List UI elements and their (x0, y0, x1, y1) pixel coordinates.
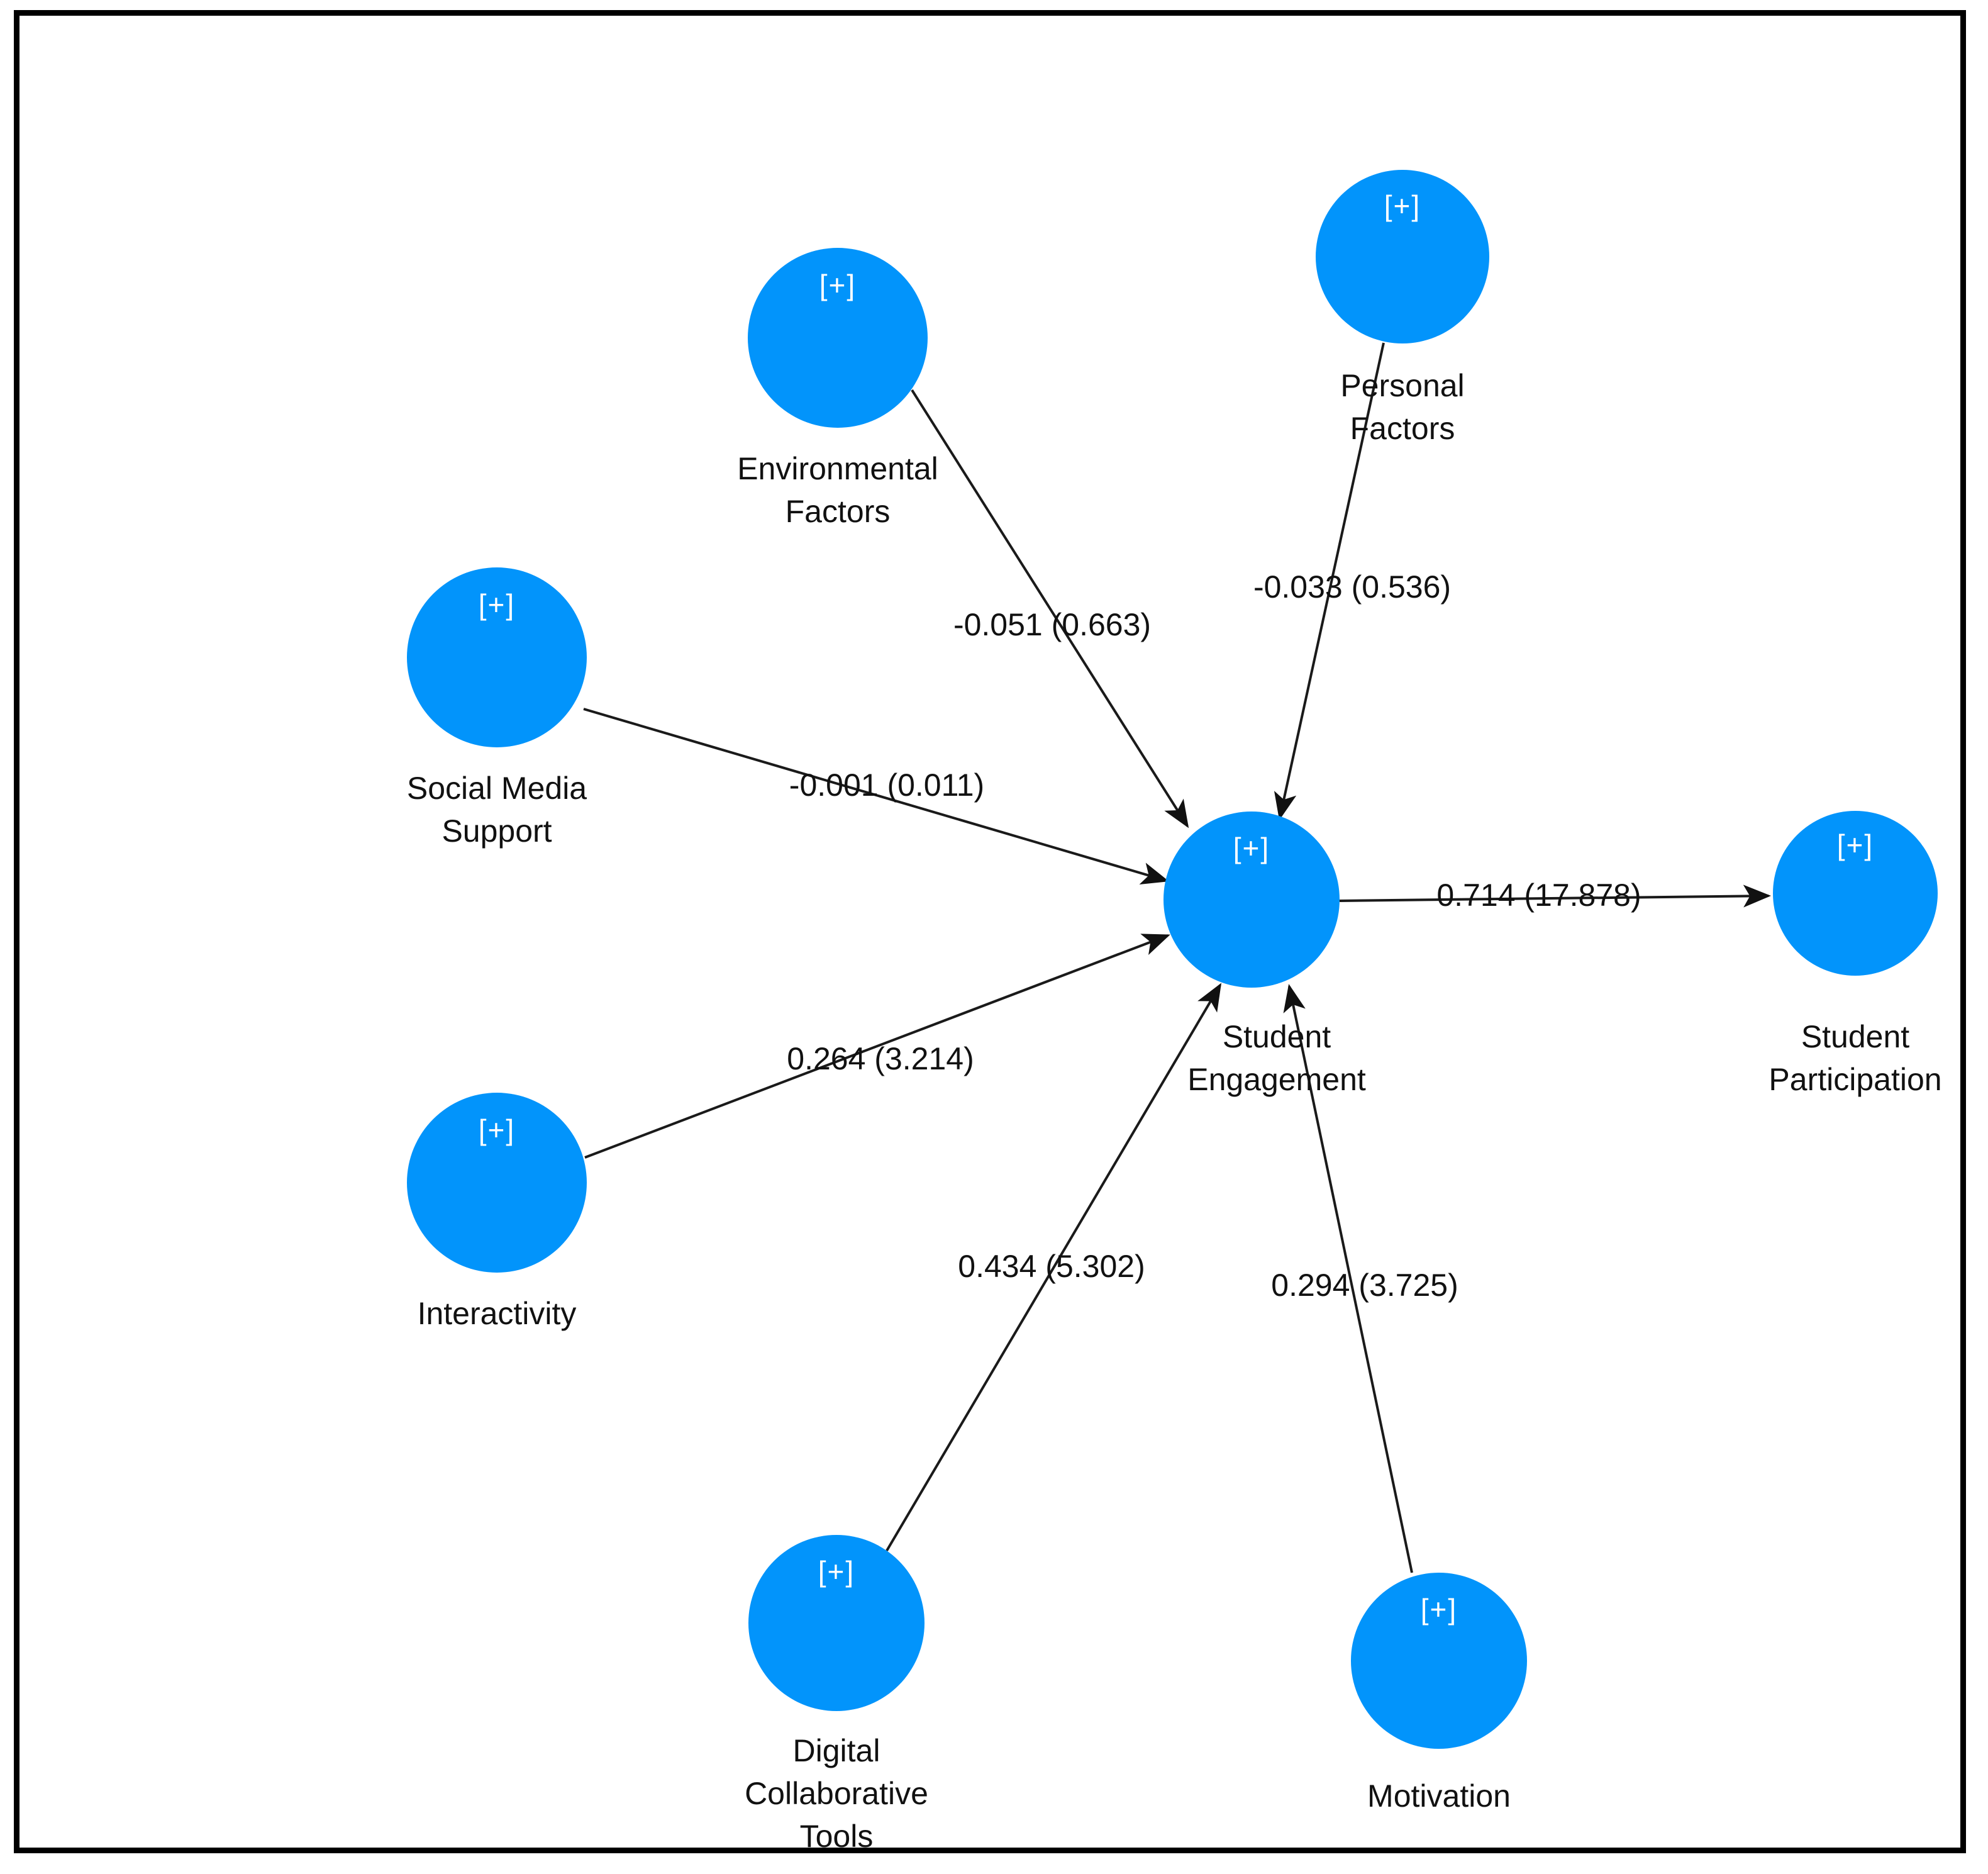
expand-badge-icon[interactable]: [+] (1233, 832, 1270, 864)
path-coefficient-label: 0.434 (5.302) (958, 1249, 1145, 1284)
expand-badge-icon[interactable]: [+] (1421, 1593, 1457, 1626)
expand-badge-icon[interactable]: [+] (479, 1113, 515, 1146)
node-circle-social-media-support[interactable] (407, 567, 587, 747)
node-interactivity[interactable]: [+] Interactivity (407, 1093, 587, 1331)
node-label-line: Factors (1350, 411, 1455, 446)
node-label-motivation: Motivation (1367, 1778, 1511, 1814)
path-arrow-personal-to-engagement (1274, 342, 1385, 820)
path-arrow-environmental-to-engagement (911, 389, 1189, 828)
node-circle-motivation[interactable] (1351, 1573, 1527, 1749)
node-label-line: Engagement (1187, 1062, 1366, 1097)
node-circle-digital-collaborative-tools[interactable] (748, 1535, 925, 1711)
path-arrow-digital-tools-to-engagement (886, 983, 1222, 1552)
node-circle-interactivity[interactable] (407, 1093, 587, 1273)
node-label-line: Interactivity (418, 1296, 577, 1331)
node-label-line: Tools (800, 1819, 874, 1854)
diagram-border-frame (14, 10, 1966, 1853)
node-label-line: Social Media (407, 771, 587, 806)
expand-badge-icon[interactable]: [+] (818, 1555, 855, 1588)
edge-labels-layer: -0.051 (0.663) -0.033 (0.536) -0.001 (0.01… (787, 569, 1641, 1303)
path-coefficient-label: 0.714 (17.878) (1436, 878, 1641, 913)
path-arrow-interactivity-to-engagement (584, 934, 1170, 1159)
node-label-line: Participation (1769, 1062, 1941, 1097)
node-circle-student-participation[interactable] (1773, 811, 1938, 976)
node-label-line: Factors (786, 494, 891, 529)
expand-badge-icon[interactable]: [+] (479, 588, 515, 621)
path-arrow-social-media-to-engagement (583, 708, 1169, 884)
node-motivation[interactable]: [+] Motivation (1351, 1573, 1527, 1814)
path-coefficient-label: 0.264 (3.214) (787, 1041, 974, 1076)
node-label-line: Support (441, 813, 552, 849)
node-label-line: Student (1223, 1019, 1331, 1054)
node-label-line: Personal (1340, 368, 1464, 403)
node-circle-personal-factors[interactable] (1316, 170, 1489, 343)
node-label-line: Digital (793, 1733, 880, 1768)
expand-badge-icon[interactable]: [+] (1837, 828, 1874, 861)
path-arrow-motivation-to-engagement (1283, 984, 1413, 1573)
edges-layer (583, 342, 1771, 1573)
node-circle-student-engagement[interactable] (1163, 812, 1340, 988)
path-coefficient-label: -0.051 (0.663) (953, 607, 1151, 642)
path-coefficient-label: -0.001 (0.011) (789, 767, 984, 803)
expand-badge-icon[interactable]: [+] (819, 269, 856, 301)
expand-badge-icon[interactable]: [+] (1384, 189, 1421, 222)
node-label-line: Collaborative (745, 1776, 928, 1811)
path-arrow-engagement-to-participation (1339, 884, 1771, 908)
node-label-interactivity: Interactivity (418, 1296, 577, 1331)
path-coefficient-label: -0.033 (0.536) (1253, 569, 1451, 605)
node-label-line: Student (1801, 1019, 1909, 1054)
node-circle-environmental-factors[interactable] (748, 248, 928, 428)
path-coefficient-label: 0.294 (3.725) (1271, 1268, 1458, 1303)
node-label-line: Environmental (737, 451, 938, 486)
node-label-line: Motivation (1367, 1778, 1511, 1814)
